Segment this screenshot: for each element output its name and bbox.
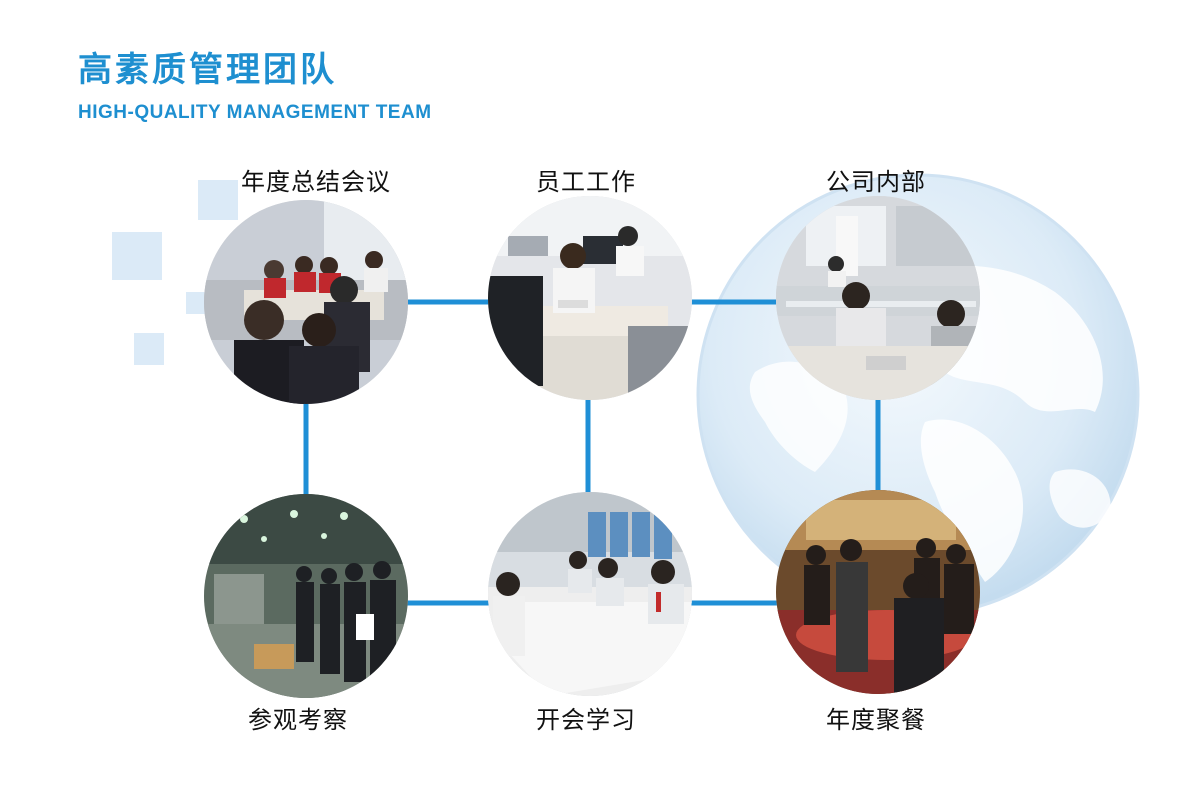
annual-dinner-photo [776, 490, 980, 694]
factory-visit-photo [204, 494, 408, 698]
decorative-square [186, 292, 208, 314]
decorative-square [134, 333, 164, 365]
photo-label-company-interior: 公司内部 [826, 168, 926, 196]
office-work-photo [488, 196, 692, 400]
meeting-room-photo [204, 200, 408, 404]
page-subtitle: HIGH-QUALITY MANAGEMENT TEAM [78, 102, 432, 123]
photo-label-annual-summary-meeting: 年度总结会议 [241, 168, 391, 196]
page-title: 高素质管理团队 [78, 50, 337, 90]
photo-label-meeting-study: 开会学习 [536, 706, 636, 734]
study-meeting-photo [488, 492, 692, 696]
decorative-square [112, 232, 162, 280]
photo-label-visit-inspection: 参观考察 [248, 706, 348, 734]
decorative-square [198, 180, 238, 220]
photo-label-annual-dinner: 年度聚餐 [826, 706, 926, 734]
photo-label-staff-work: 员工工作 [536, 168, 636, 196]
office-interior-photo [776, 196, 980, 400]
